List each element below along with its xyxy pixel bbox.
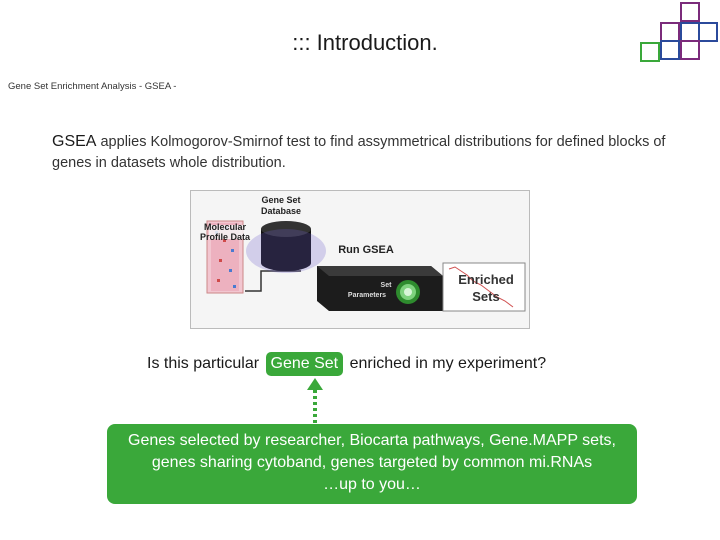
run-gsea-label: Run GSEA — [338, 244, 394, 256]
molecular-label-line1: Molecular — [204, 222, 247, 232]
slide-subtitle: Gene Set Enrichment Analysis - GSEA - — [8, 81, 177, 92]
decor-square — [698, 22, 718, 42]
intro-lead: GSEA — [52, 133, 97, 150]
question-after: enriched in my experiment? — [349, 355, 547, 372]
molecular-profile-tube — [206, 220, 247, 294]
diagram-canvas: Molecular Profile Data Gene Set Database… — [200, 195, 526, 312]
answer-line-3: …up to you… — [323, 476, 421, 493]
gsea-workflow-diagram: Molecular Profile Data Gene Set Database… — [190, 190, 530, 329]
decor-square — [680, 40, 700, 60]
gene-set-sources-box: Genes selected by researcher, Biocarta p… — [107, 424, 637, 504]
answer-line-2: genes sharing cytoband, genes targeted b… — [151, 454, 593, 471]
connector-line — [245, 270, 301, 292]
molecular-label-line2: Profile Data — [200, 232, 251, 242]
database-label-line2: Database — [261, 206, 301, 216]
up-arrow-icon — [307, 378, 323, 430]
enriched-label-line1: Enriched — [458, 272, 514, 287]
decor-square — [640, 42, 660, 62]
enrichment-curve — [448, 266, 514, 308]
run-gsea-box-top — [317, 266, 443, 276]
params-label-line1: Set — [381, 282, 393, 289]
decor-square — [680, 2, 700, 22]
decor-square — [660, 40, 680, 60]
slide-title: ::: Introduction. — [292, 30, 438, 55]
question-before: Is this particular — [147, 355, 260, 372]
database-label-line1: Gene Set — [261, 195, 300, 205]
corner-squares-decoration — [636, 0, 720, 66]
parameters-dial-icon — [396, 280, 420, 304]
intro-paragraph: GSEA applies Kolmogorov-Smirnof test to … — [52, 131, 692, 174]
params-label-line2: Parameters — [348, 292, 386, 299]
answer-line-1: Genes selected by researcher, Biocarta p… — [128, 432, 616, 449]
gene-set-highlight: Gene Set — [265, 352, 344, 376]
intro-text: applies Kolmogorov-Smirnof test to find … — [52, 134, 666, 171]
database-cylinder-icon — [246, 221, 326, 273]
question-line: Is this particular Gene Set enriched in … — [147, 352, 546, 376]
enriched-label-line2: Sets — [472, 289, 499, 304]
